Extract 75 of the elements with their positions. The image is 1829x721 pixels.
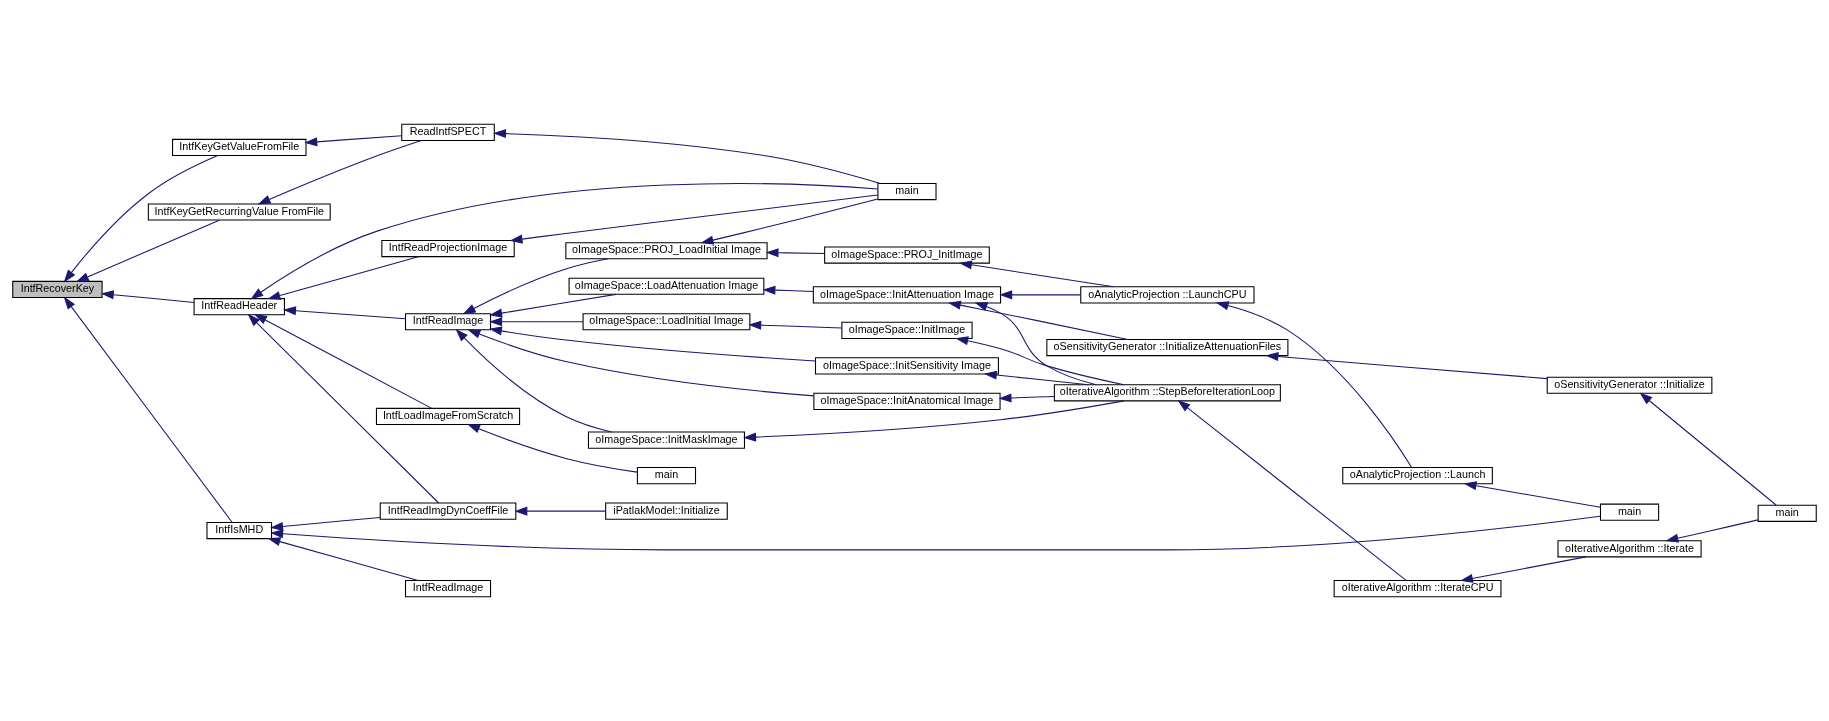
node-box: oAnalyticProjection ::LaunchCPU — [1080, 286, 1255, 304]
arrow — [765, 248, 825, 258]
node-box: IntfLoadImageFromScratch — [375, 407, 521, 426]
node-box: oIterativeAlgorithm ::StepBeforeIterationLoop — [1053, 384, 1281, 402]
node-box: main — [636, 467, 697, 485]
arrow — [63, 155, 219, 283]
arrow — [467, 329, 815, 397]
node-box: IntfReadImage — [404, 580, 492, 598]
arrow — [283, 306, 407, 320]
node-box: oSensitivityGenerator ::Initialize — [1546, 376, 1713, 394]
node-box: oImageSpace::InitImage — [841, 321, 973, 339]
arrow — [743, 400, 1125, 442]
node-box: oImageSpace::InitAnatomical Image — [813, 392, 1001, 410]
node-box: iPatlakModel::Initialize — [605, 502, 728, 520]
arrow — [257, 140, 422, 205]
node-box: IntfReadImage — [404, 313, 492, 331]
arrow — [700, 198, 879, 245]
arrow — [267, 537, 419, 582]
arrow — [270, 515, 1601, 551]
node-box: oImageSpace::PROJ_InitImage — [824, 246, 990, 264]
arrow — [489, 293, 617, 318]
node-box: oImageSpace::InitSensitivity Image — [814, 357, 999, 375]
arrow — [63, 296, 233, 523]
arrow — [1265, 352, 1548, 380]
arrow — [455, 328, 613, 433]
node-box: IntfReadImgDynCoeffFile — [379, 502, 517, 520]
arrow — [267, 256, 419, 300]
node-box: oSensitivityGenerator ::InitializeAttenuationFiles — [1046, 338, 1289, 357]
arrow — [489, 317, 584, 327]
arrow — [1460, 556, 1587, 583]
arrow — [462, 258, 609, 315]
arrow — [1463, 481, 1601, 508]
node-box: oImageSpace::LoadInitial Image — [582, 313, 751, 331]
arrow — [100, 290, 195, 303]
node-box: main — [1599, 503, 1660, 521]
arrow — [1665, 519, 1759, 543]
node-box: main — [1757, 504, 1817, 522]
arrow — [304, 135, 403, 147]
node-box: IntfIsMHD — [206, 521, 273, 540]
node-box: IntfKeyGetRecurringValue FromFile — [147, 203, 331, 221]
arrow — [493, 129, 881, 184]
arrow — [748, 320, 843, 330]
arrow — [955, 336, 1125, 386]
node-box: oImageSpace::InitMaskImage — [587, 431, 745, 449]
node-box: oImageSpace::PROJ_LoadInitial Image — [565, 242, 768, 260]
arrow — [1177, 399, 1407, 581]
node-box: IntfKeyGetValueFromFile — [172, 138, 307, 157]
arrow — [509, 194, 879, 244]
arrow — [250, 183, 879, 300]
arrow — [247, 313, 440, 504]
arrow — [514, 506, 606, 516]
node-box: oIterativeAlgorithm ::Iterate — [1557, 540, 1702, 558]
arrow — [762, 285, 814, 295]
arrow — [489, 326, 817, 362]
arrow — [254, 314, 433, 409]
node-box: oAnalyticProjection ::Launch — [1342, 467, 1493, 485]
node-box: oIterativeAlgorithm ::IterateCPU — [1333, 580, 1502, 598]
node-box: ReadIntfSPECT — [401, 123, 495, 141]
arrow — [999, 290, 1082, 300]
arrow — [75, 219, 220, 282]
arrow — [1639, 392, 1777, 506]
node-box: oImageSpace::InitAttenuation Image — [812, 286, 1002, 304]
node-box: IntfReadProjectionImage — [381, 240, 515, 258]
arrow — [947, 300, 1129, 341]
arrow — [959, 260, 1115, 288]
arrow — [983, 370, 1089, 386]
arrow — [270, 516, 381, 532]
arrow — [1215, 301, 1413, 468]
node-box: main — [877, 182, 937, 201]
arrow — [998, 393, 1055, 403]
node-box: oImageSpace::LoadAttenuation Image — [568, 277, 765, 295]
node-box: IntfReadHeader — [193, 298, 285, 316]
arrow — [974, 302, 1097, 386]
arrow — [467, 424, 638, 473]
node-box: IntfRecoverKey — [12, 280, 103, 299]
